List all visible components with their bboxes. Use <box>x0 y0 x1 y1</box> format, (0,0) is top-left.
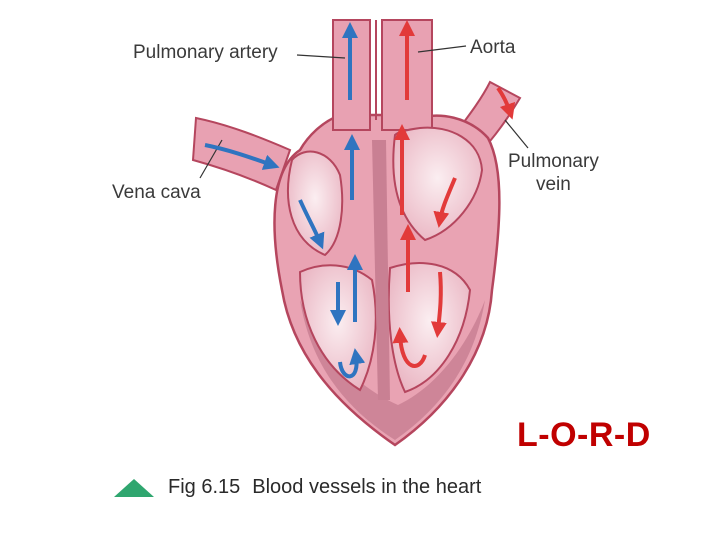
mnemonic-text: L-O-R-D <box>517 416 651 454</box>
figure-number: Fig 6.15 <box>168 476 241 498</box>
figure-caption: Fig 6.15 Blood vessels in the heart <box>114 476 481 499</box>
red-arrow-lv-down <box>430 271 447 338</box>
triangle-marker-icon <box>114 478 154 497</box>
septum <box>372 140 390 400</box>
right-atrium <box>287 150 344 257</box>
pulmonary-vein-label: Pulmonary vein <box>508 151 599 197</box>
caption-text: Fig 6.15 Blood vessels in the heart <box>168 476 481 499</box>
red-arrow-pulmonary-vein <box>496 86 516 120</box>
caption-title: Blood vessels in the heart <box>252 476 482 498</box>
aorta-leader <box>417 45 467 53</box>
red-arrow-lv-apex <box>392 327 427 368</box>
pulmonary-vein-label-line2: vein <box>535 173 571 195</box>
pulmonary-vein-leader <box>504 119 529 149</box>
blue-arrow-rv-apex <box>338 348 366 379</box>
left-ventricle <box>387 262 472 394</box>
pulmonary-vein-label-line1: Pulmonary <box>508 151 599 172</box>
vena-cava-label: Vena cava <box>112 182 201 203</box>
blue-arrow-right-atrium <box>298 199 325 250</box>
red-arrow-la-down <box>433 177 457 228</box>
aorta-label: Aorta <box>470 37 516 58</box>
blue-arrow-vena-cava <box>204 143 280 170</box>
pulmonary-artery-leader <box>296 54 346 59</box>
pulmonary-artery-label: Pulmonary artery <box>133 42 278 63</box>
